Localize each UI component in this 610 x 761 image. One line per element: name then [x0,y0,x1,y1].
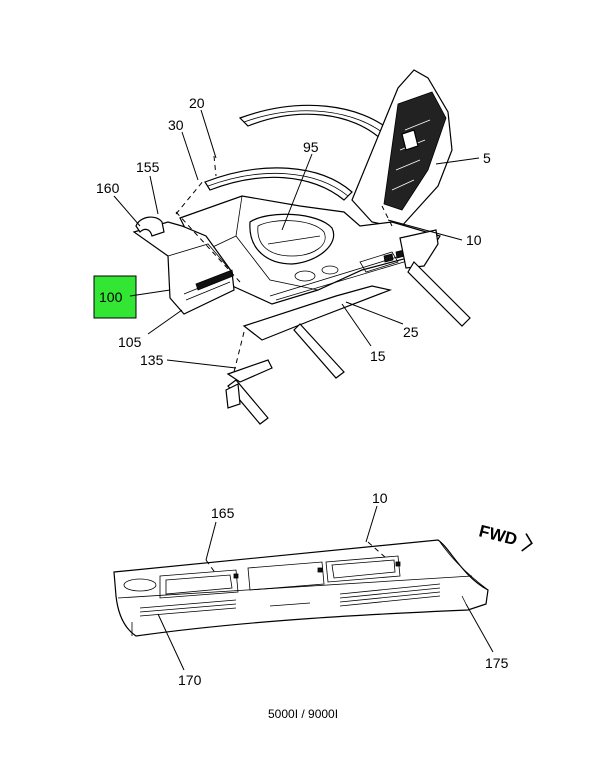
upper-assembly [132,69,471,425]
callout-160: 160 [96,180,120,196]
round-opening [123,578,157,592]
callout-25: 25 [403,324,419,340]
roof-rail-outer [238,104,393,141]
callout-15: 15 [370,348,386,364]
floor-bracket [242,285,393,341]
callout-10-top: 10 [466,232,482,248]
callout-175: 175 [485,655,509,671]
leader-lines [113,109,494,671]
model-caption: 5000I / 9000I [268,707,338,721]
callout-100[interactable]: 100 [99,289,123,305]
callout-20: 20 [189,95,205,111]
fwd-arrow-icon [521,533,533,552]
callout-10-bottom: 10 [372,490,388,506]
fwd-indicator: FWD [477,521,533,552]
callout-105: 105 [118,334,142,350]
highlight-box[interactable] [93,275,137,319]
callout-5: 5 [483,150,491,166]
callout-30: 30 [168,117,184,133]
callout-95: 95 [303,139,319,155]
scuff-plate [113,539,489,637]
callout-135: 135 [140,352,164,368]
callout-170: 170 [178,672,202,688]
clip [135,216,165,237]
fwd-label: FWD [477,521,519,549]
lower-assembly [113,539,489,637]
callout-155: 155 [136,159,160,175]
callout-165: 165 [211,505,235,521]
roof-rail-inner [204,167,353,201]
